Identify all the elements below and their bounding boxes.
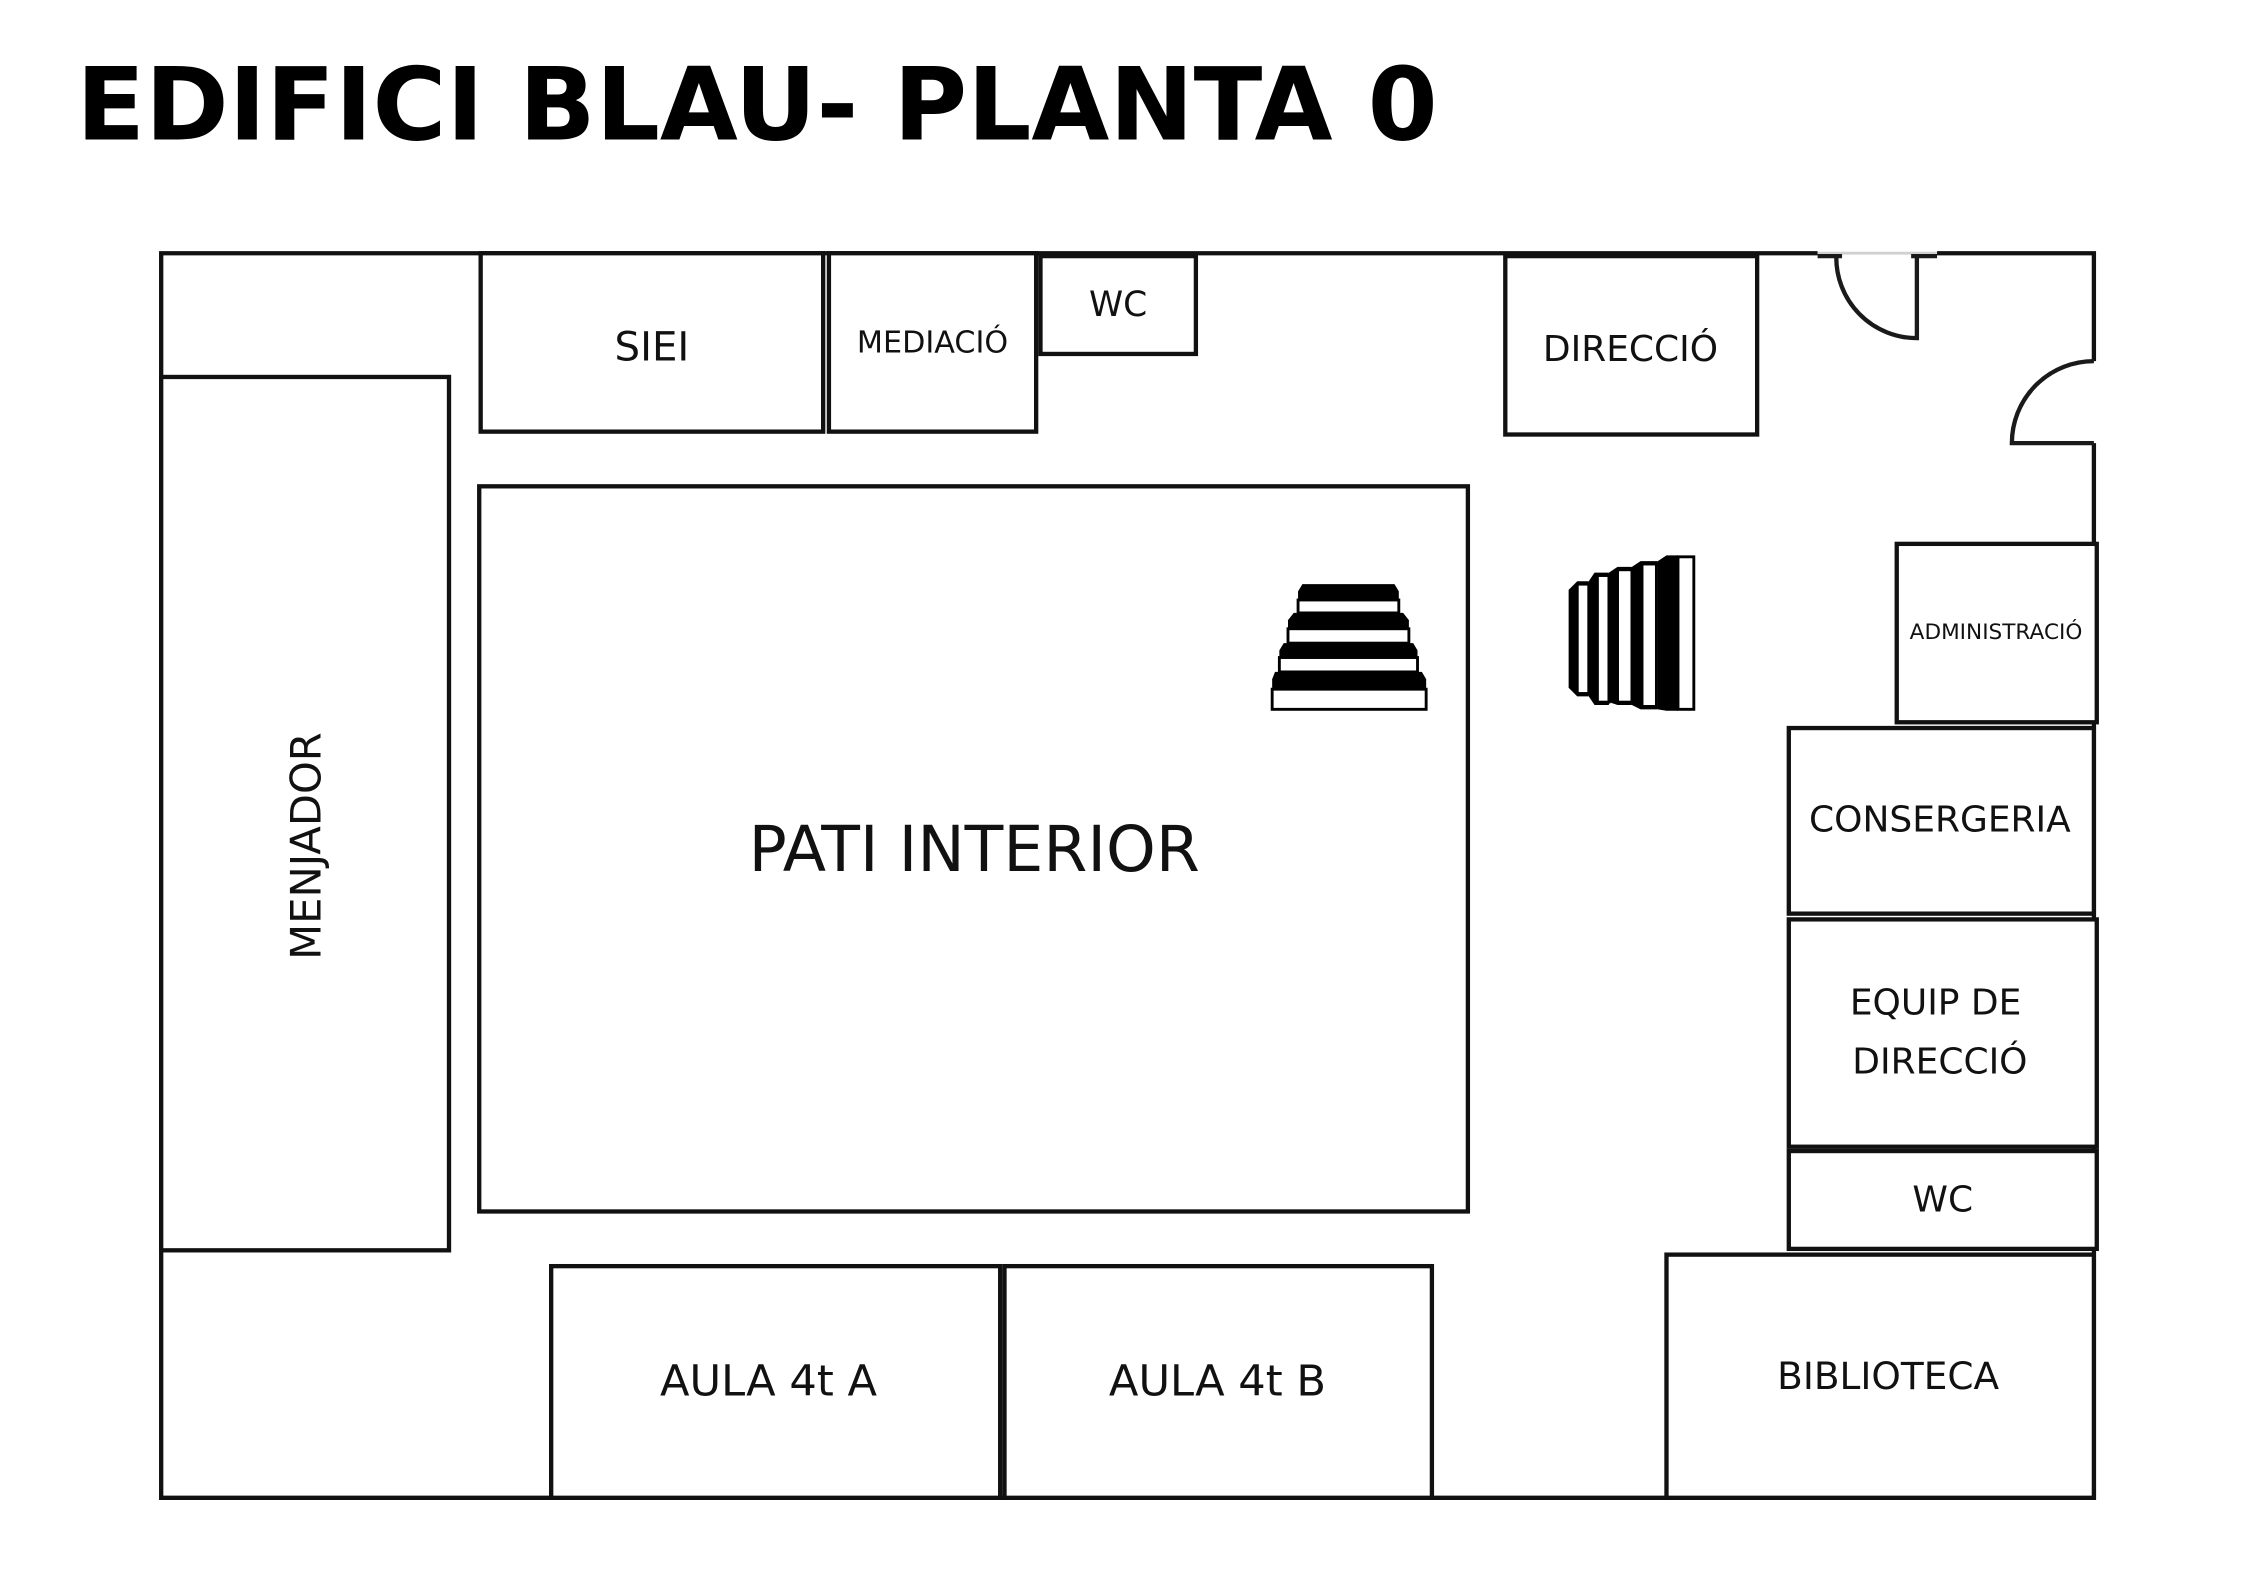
room-administracio[interactable]: ADMINISTRACIÓ: [1894, 541, 2099, 725]
page-title: EDIFICI BLAU- PLANTA 0: [76, 47, 1437, 164]
stairs-icon: [1270, 584, 1428, 711]
room-menjador[interactable]: MENJADOR: [159, 374, 452, 1253]
room-label: SIEI: [615, 324, 690, 371]
room-biblioteca[interactable]: BIBLIOTECA: [1664, 1252, 2097, 1500]
room-label: AULA 4t A: [660, 1357, 878, 1407]
room-label: CONSERGERIA: [1809, 800, 2071, 841]
room-equip-direccio[interactable]: EQUIP DE DIRECCIÓ: [1786, 917, 2099, 1149]
room-label: DIRECCIÓ: [1543, 328, 1718, 370]
room-direccio[interactable]: DIRECCIÓ: [1503, 253, 1760, 437]
room-wc-top[interactable]: WC: [1038, 253, 1199, 357]
door-icon: [2009, 358, 2094, 446]
room-label-line1: EQUIP DE: [1850, 982, 2022, 1023]
room-label: ADMINISTRACIÓ: [1910, 619, 2083, 645]
room-label: WC: [1089, 285, 1147, 325]
room-aula-4t-a[interactable]: AULA 4t A: [549, 1263, 1003, 1500]
room-consergeria[interactable]: CONSERGERIA: [1786, 725, 2097, 916]
room-label-line2: DIRECCIÓ: [1852, 1040, 2027, 1082]
room-mediacio[interactable]: MEDIACIÓ: [826, 251, 1039, 434]
room-label: PATI INTERIOR: [749, 812, 1200, 886]
room-label: BIBLIOTECA: [1777, 1354, 1999, 1398]
room-aula-4t-b[interactable]: AULA 4t B: [1002, 1263, 1435, 1500]
room-label: AULA 4t B: [1109, 1357, 1326, 1407]
room-label: MENJADOR: [281, 732, 330, 960]
stairs-icon: [1568, 555, 1696, 711]
door-icon: [1817, 253, 1938, 341]
room-siei[interactable]: SIEI: [478, 251, 826, 434]
room-wc-right[interactable]: WC: [1786, 1148, 2099, 1252]
room-label: MEDIACIÓ: [857, 323, 1008, 360]
room-label: WC: [1912, 1179, 1973, 1220]
